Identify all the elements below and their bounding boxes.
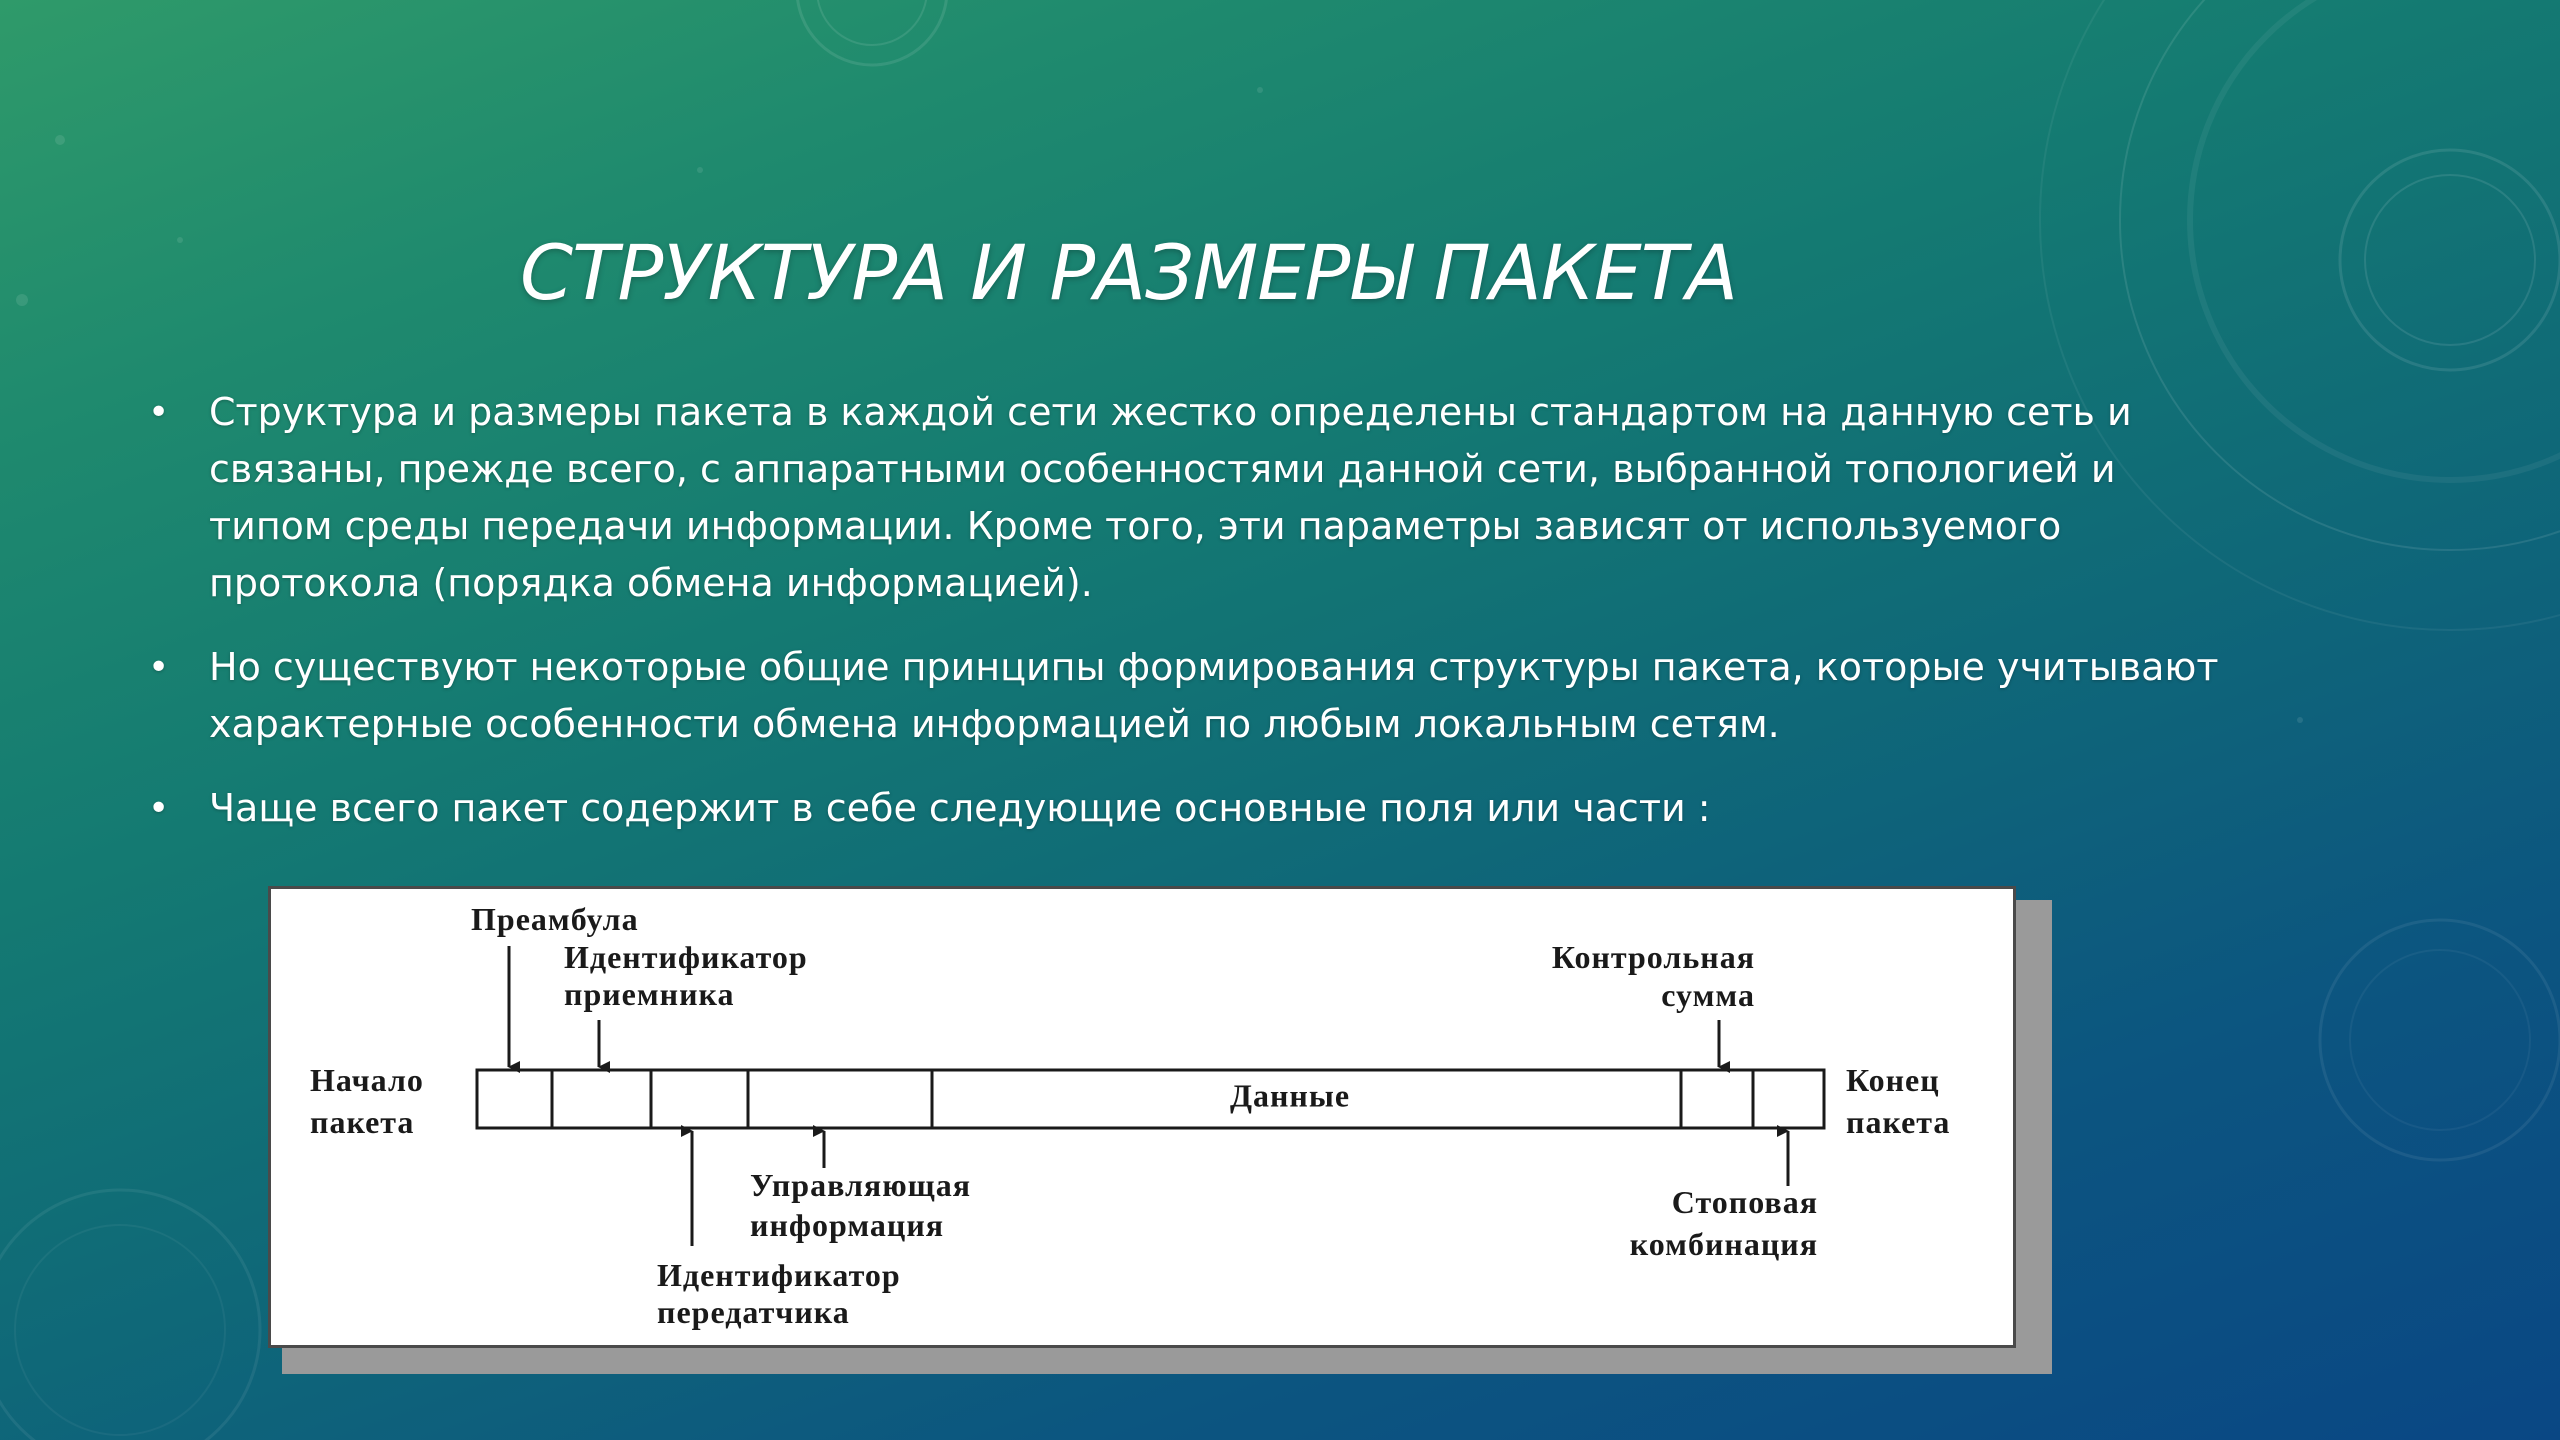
packet-bar <box>475 1068 1826 1130</box>
packet-end-label: Конец <box>1846 1062 1940 1098</box>
bullet-dot-icon: • <box>148 788 170 829</box>
stop-combination-label: комбинация <box>1630 1226 1818 1262</box>
bullet-item: • Структура и размеры пакета в каждой се… <box>140 384 2260 612</box>
preamble-label: Преамбула <box>471 901 639 937</box>
transmitter-id-label: Идентификатор <box>657 1257 901 1293</box>
bullet-line: Чаще всего пакет содержит в себе следующ… <box>209 786 1711 830</box>
control-info-label: информация <box>750 1207 944 1243</box>
bullet-dot-icon: • <box>148 392 170 433</box>
stop-combination-label: Стоповая <box>1672 1184 1818 1220</box>
bullet-line: Структура и размеры пакета в каждой сети… <box>209 390 2132 434</box>
bullet-line: Но существуют некоторые общие принципы ф… <box>209 645 2219 689</box>
bullet-item: • Но существуют некоторые общие принципы… <box>140 639 2260 753</box>
bullet-line: типом среды передачи информации. Кроме т… <box>209 504 2062 548</box>
packet-start-label: пакета <box>310 1104 414 1140</box>
checksum-label: сумма <box>1661 977 1755 1013</box>
control-info-label: Управляющая <box>750 1167 971 1203</box>
transmitter-id-label: передатчика <box>657 1294 850 1330</box>
receiver-id-label: приемника <box>564 976 735 1012</box>
checksum-label: Контрольная <box>1552 939 1755 975</box>
packet-diagram: Данные Начало пакета Конец пакета Преамб… <box>310 901 1950 1330</box>
packet-start-label: Начало <box>310 1062 424 1098</box>
bullet-line: протокола (порядка обмена информацией). <box>209 561 1093 605</box>
data-field-label: Данные <box>1230 1077 1350 1113</box>
bullet-item: • Чаще всего пакет содержит в себе следу… <box>140 780 2260 837</box>
bullet-line: связаны, прежде всего, с аппаратными осо… <box>209 447 2116 491</box>
packet-end-label: пакета <box>1846 1104 1950 1140</box>
slide-title: СТРУКТУРА И РАЗМЕРЫ ПАКЕТА <box>520 228 1738 317</box>
bullet-dot-icon: • <box>148 647 170 688</box>
receiver-id-label: Идентификатор <box>564 939 808 975</box>
packet-structure-figure: Данные Начало пакета Конец пакета Преамб… <box>268 886 2052 1374</box>
bullet-list: • Структура и размеры пакета в каждой се… <box>140 384 2260 864</box>
bullet-line: характерные особенности обмена информаци… <box>209 702 1780 746</box>
